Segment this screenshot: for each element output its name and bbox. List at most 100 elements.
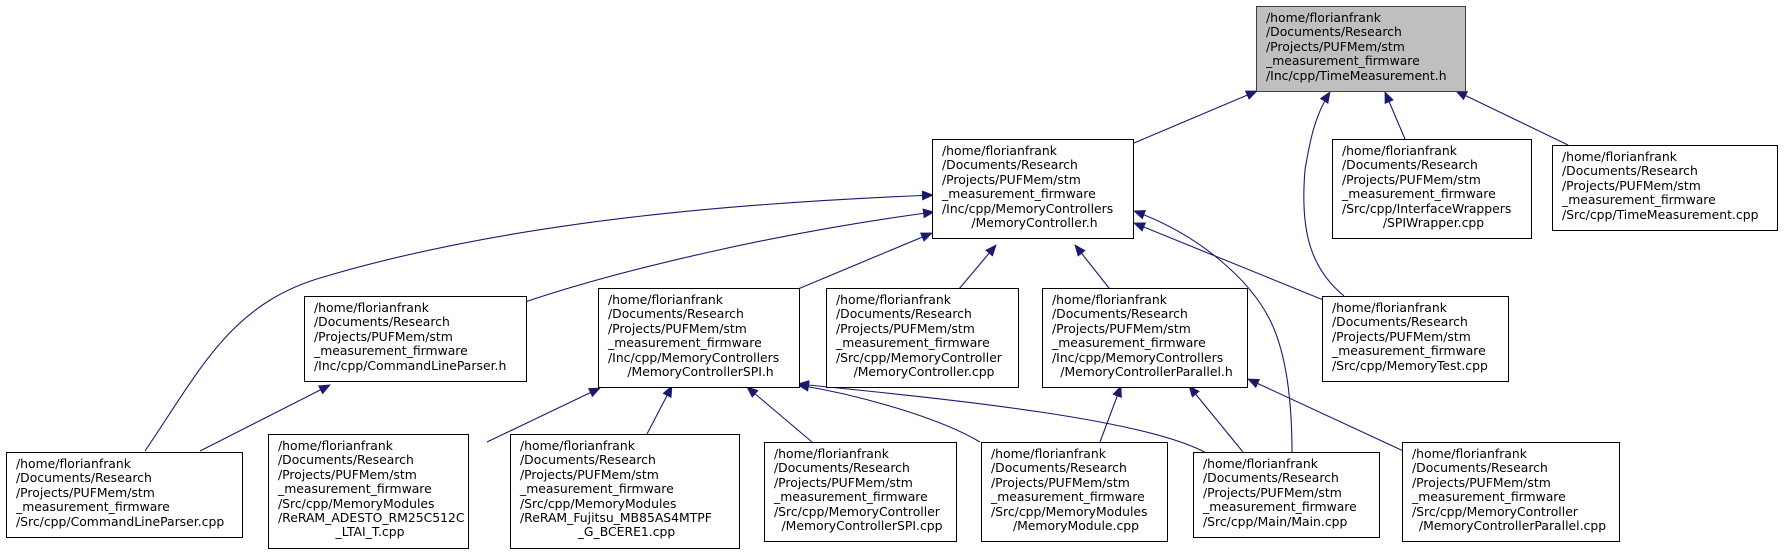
node-label-line: /home/florianfrank — [1332, 300, 1447, 315]
node-label-line: _measurement_firmware — [1562, 192, 1716, 208]
node-memorycontrollerspi-cpp[interactable]: /home/florianfrank/Documents/Research/Pr… — [764, 442, 957, 542]
node-label-line: /home/florianfrank — [278, 438, 393, 453]
node-label-line: /MemoryController.cpp — [853, 364, 995, 380]
node-memorycontroller-h[interactable]: /home/florianfrank/Documents/Research/Pr… — [932, 139, 1134, 239]
node-label-line: /Projects/PUFMem/stm — [314, 328, 453, 344]
node-label-line: /Inc/cpp/MemoryControllers — [942, 200, 1114, 216]
node-label-line: _measurement_firmware — [1266, 53, 1420, 69]
node-label-line: /Src/cpp/MemoryController — [836, 349, 1002, 365]
node-label-line: /home/florianfrank — [1412, 446, 1527, 461]
node-timemeasurement-cpp[interactable]: /home/florianfrank/Documents/Research/Pr… — [1552, 145, 1778, 231]
node-label-line: /home/florianfrank — [608, 292, 723, 307]
node-spiwrapper-cpp[interactable]: /home/florianfrank/Documents/Research/Pr… — [1332, 139, 1532, 239]
node-memorycontrollerspi-h[interactable]: /home/florianfrank/Documents/Research/Pr… — [598, 288, 800, 388]
edge-main-cpp-to-memorycontrollerspi-h — [797, 380, 1209, 455]
node-label-line: _LTAI_T.cpp — [335, 524, 405, 540]
node-memorycontrollerparallel-h[interactable]: /home/florianfrank/Documents/Research/Pr… — [1042, 288, 1248, 388]
edge-memorytest-cpp-to-timemeasurement-h — [1303, 91, 1345, 297]
node-reram-adesto-cpp[interactable]: /home/florianfrank/Documents/Research/Pr… — [268, 434, 469, 549]
node-label-line: /Documents/Research — [1052, 306, 1188, 322]
node-label-line: /home/florianfrank — [16, 456, 131, 471]
node-label-line: /Inc/cpp/TimeMeasurement.h — [1266, 67, 1447, 83]
node-label-line: /MemoryControllerSPI.h — [627, 364, 774, 380]
node-label-line: _measurement_firmware — [1342, 186, 1496, 202]
node-label-line: /home/florianfrank — [520, 438, 635, 453]
node-label-line: /Inc/cpp/MemoryControllers — [1052, 349, 1224, 365]
node-memorycontroller-cpp[interactable]: /home/florianfrank/Documents/Research/Pr… — [826, 288, 1019, 388]
node-reram-fujitsu-cpp[interactable]: /home/florianfrank/Documents/Research/Pr… — [510, 434, 740, 549]
node-label-line: _measurement_firmware — [991, 489, 1145, 505]
node-label-line: /Documents/Research — [314, 314, 450, 330]
node-timemeasurement-h[interactable]: /home/florianfrank/Documents/Research/Pr… — [1256, 6, 1466, 92]
node-label-line: /MemoryControllerSPI.cpp — [781, 518, 943, 534]
node-label-line: _measurement_firmware — [608, 335, 762, 351]
node-label-line: /home/florianfrank — [774, 446, 889, 461]
node-label-line: /Documents/Research — [991, 460, 1127, 476]
edge-memorycontroller-cpp-to-memorycontroller-h — [958, 244, 997, 290]
node-label-line: _measurement_firmware — [16, 499, 170, 515]
node-label-line: /Documents/Research — [1562, 163, 1698, 179]
edge-commandlineparser-h-to-memorycontroller-h — [524, 208, 935, 303]
node-label-line: /Projects/PUFMem/stm — [278, 466, 417, 482]
node-label-line: /home/florianfrank — [836, 292, 951, 307]
node-label-line: /Projects/PUFMem/stm — [1266, 38, 1405, 54]
node-label-line: /Documents/Research — [1266, 24, 1402, 40]
node-label-line: /Inc/cpp/CommandLineParser.h — [314, 357, 507, 373]
node-label-line: /Projects/PUFMem/stm — [520, 466, 659, 482]
node-label-line: /Src/cpp/MemoryTest.cpp — [1332, 357, 1488, 373]
edge-commandlineparser-cpp-to-commandlineparser-h — [199, 384, 331, 452]
node-label-line: _measurement_firmware — [314, 343, 468, 359]
node-commandlineparser-h[interactable]: /home/florianfrank/Documents/Research/Pr… — [304, 296, 527, 382]
node-label-line: /Documents/Research — [942, 157, 1078, 173]
node-label-line: /Projects/PUFMem/stm — [836, 320, 975, 336]
node-label-line: /Src/cpp/CommandLineParser.cpp — [16, 513, 225, 529]
edge-spiwrapper-cpp-to-timemeasurement-h — [1384, 91, 1406, 140]
node-label-line: _measurement_firmware — [1203, 499, 1357, 515]
node-label-line: /Documents/Research — [836, 306, 972, 322]
node-label-line: /Src/cpp/Main/Main.cpp — [1203, 513, 1348, 529]
node-label-line: /Projects/PUFMem/stm — [1412, 474, 1551, 490]
node-label-line: _G_BCERE1.cpp — [577, 524, 676, 540]
node-label-line: /Documents/Research — [16, 470, 152, 486]
node-label-line: /MemoryController.h — [971, 215, 1098, 231]
node-label-line: /Documents/Research — [1412, 460, 1548, 476]
node-label-line: /ReRAM_ADESTO_RM25C512C — [278, 510, 465, 526]
node-memorycontrollerparallel-cpp[interactable]: /home/florianfrank/Documents/Research/Pr… — [1402, 442, 1620, 542]
edge-memorytest-cpp-to-memorycontroller-h — [1133, 222, 1344, 309]
node-label-line: /home/florianfrank — [314, 300, 429, 315]
edge-memorycontrollerparallel-cpp-to-memorycontrollerparallel-h — [1247, 378, 1413, 456]
node-label-line: _measurement_firmware — [836, 335, 990, 351]
node-memorymodule-cpp[interactable]: /home/florianfrank/Documents/Research/Pr… — [981, 442, 1168, 542]
edge-commandlineparser-cpp-to-memorycontroller-h — [144, 190, 934, 452]
node-label-line: _measurement_firmware — [1052, 335, 1206, 351]
edge-reram-adesto-cpp-to-memorycontrollerspi-h — [486, 387, 601, 443]
node-label-line: /home/florianfrank — [1562, 149, 1677, 164]
node-main-cpp[interactable]: /home/florianfrank/Documents/Research/Pr… — [1193, 452, 1380, 538]
node-label-line: /Documents/Research — [1203, 470, 1339, 486]
node-label-line: /Documents/Research — [774, 460, 910, 476]
node-label-line: /home/florianfrank — [1266, 10, 1381, 25]
node-label-line: /home/florianfrank — [1052, 292, 1167, 307]
node-label-line: /home/florianfrank — [991, 446, 1106, 461]
node-label-line: /Projects/PUFMem/stm — [1342, 171, 1481, 187]
node-label-line: _measurement_firmware — [520, 481, 674, 497]
node-label-line: /Projects/PUFMem/stm — [16, 484, 155, 500]
node-label-line: /Documents/Research — [520, 452, 656, 468]
node-label-line: /MemoryModule.cpp — [1012, 518, 1140, 534]
node-label-line: _measurement_firmware — [942, 186, 1096, 202]
node-label-line: /Projects/PUFMem/stm — [608, 320, 747, 336]
node-label-line: /Projects/PUFMem/stm — [1332, 328, 1471, 344]
node-label-line: /Documents/Research — [1332, 314, 1468, 330]
node-commandlineparser-cpp[interactable]: /home/florianfrank/Documents/Research/Pr… — [6, 452, 243, 538]
node-memorytest-cpp[interactable]: /home/florianfrank/Documents/Research/Pr… — [1322, 296, 1509, 382]
edge-main-cpp-to-memorycontrollerparallel-h — [1188, 385, 1244, 453]
node-label-line: /Src/cpp/MemoryController — [1412, 503, 1578, 519]
node-label-line: /home/florianfrank — [942, 143, 1057, 158]
node-label-line: /Projects/PUFMem/stm — [1052, 320, 1191, 336]
edge-memorycontrollerspi-h-to-memorycontroller-h — [797, 232, 933, 290]
edge-memorymodule-cpp-to-memorycontrollerparallel-h — [1099, 385, 1122, 443]
edge-reram-fujitsu-cpp-to-memorycontrollerspi-h — [646, 385, 673, 435]
node-label-line: /Documents/Research — [608, 306, 744, 322]
